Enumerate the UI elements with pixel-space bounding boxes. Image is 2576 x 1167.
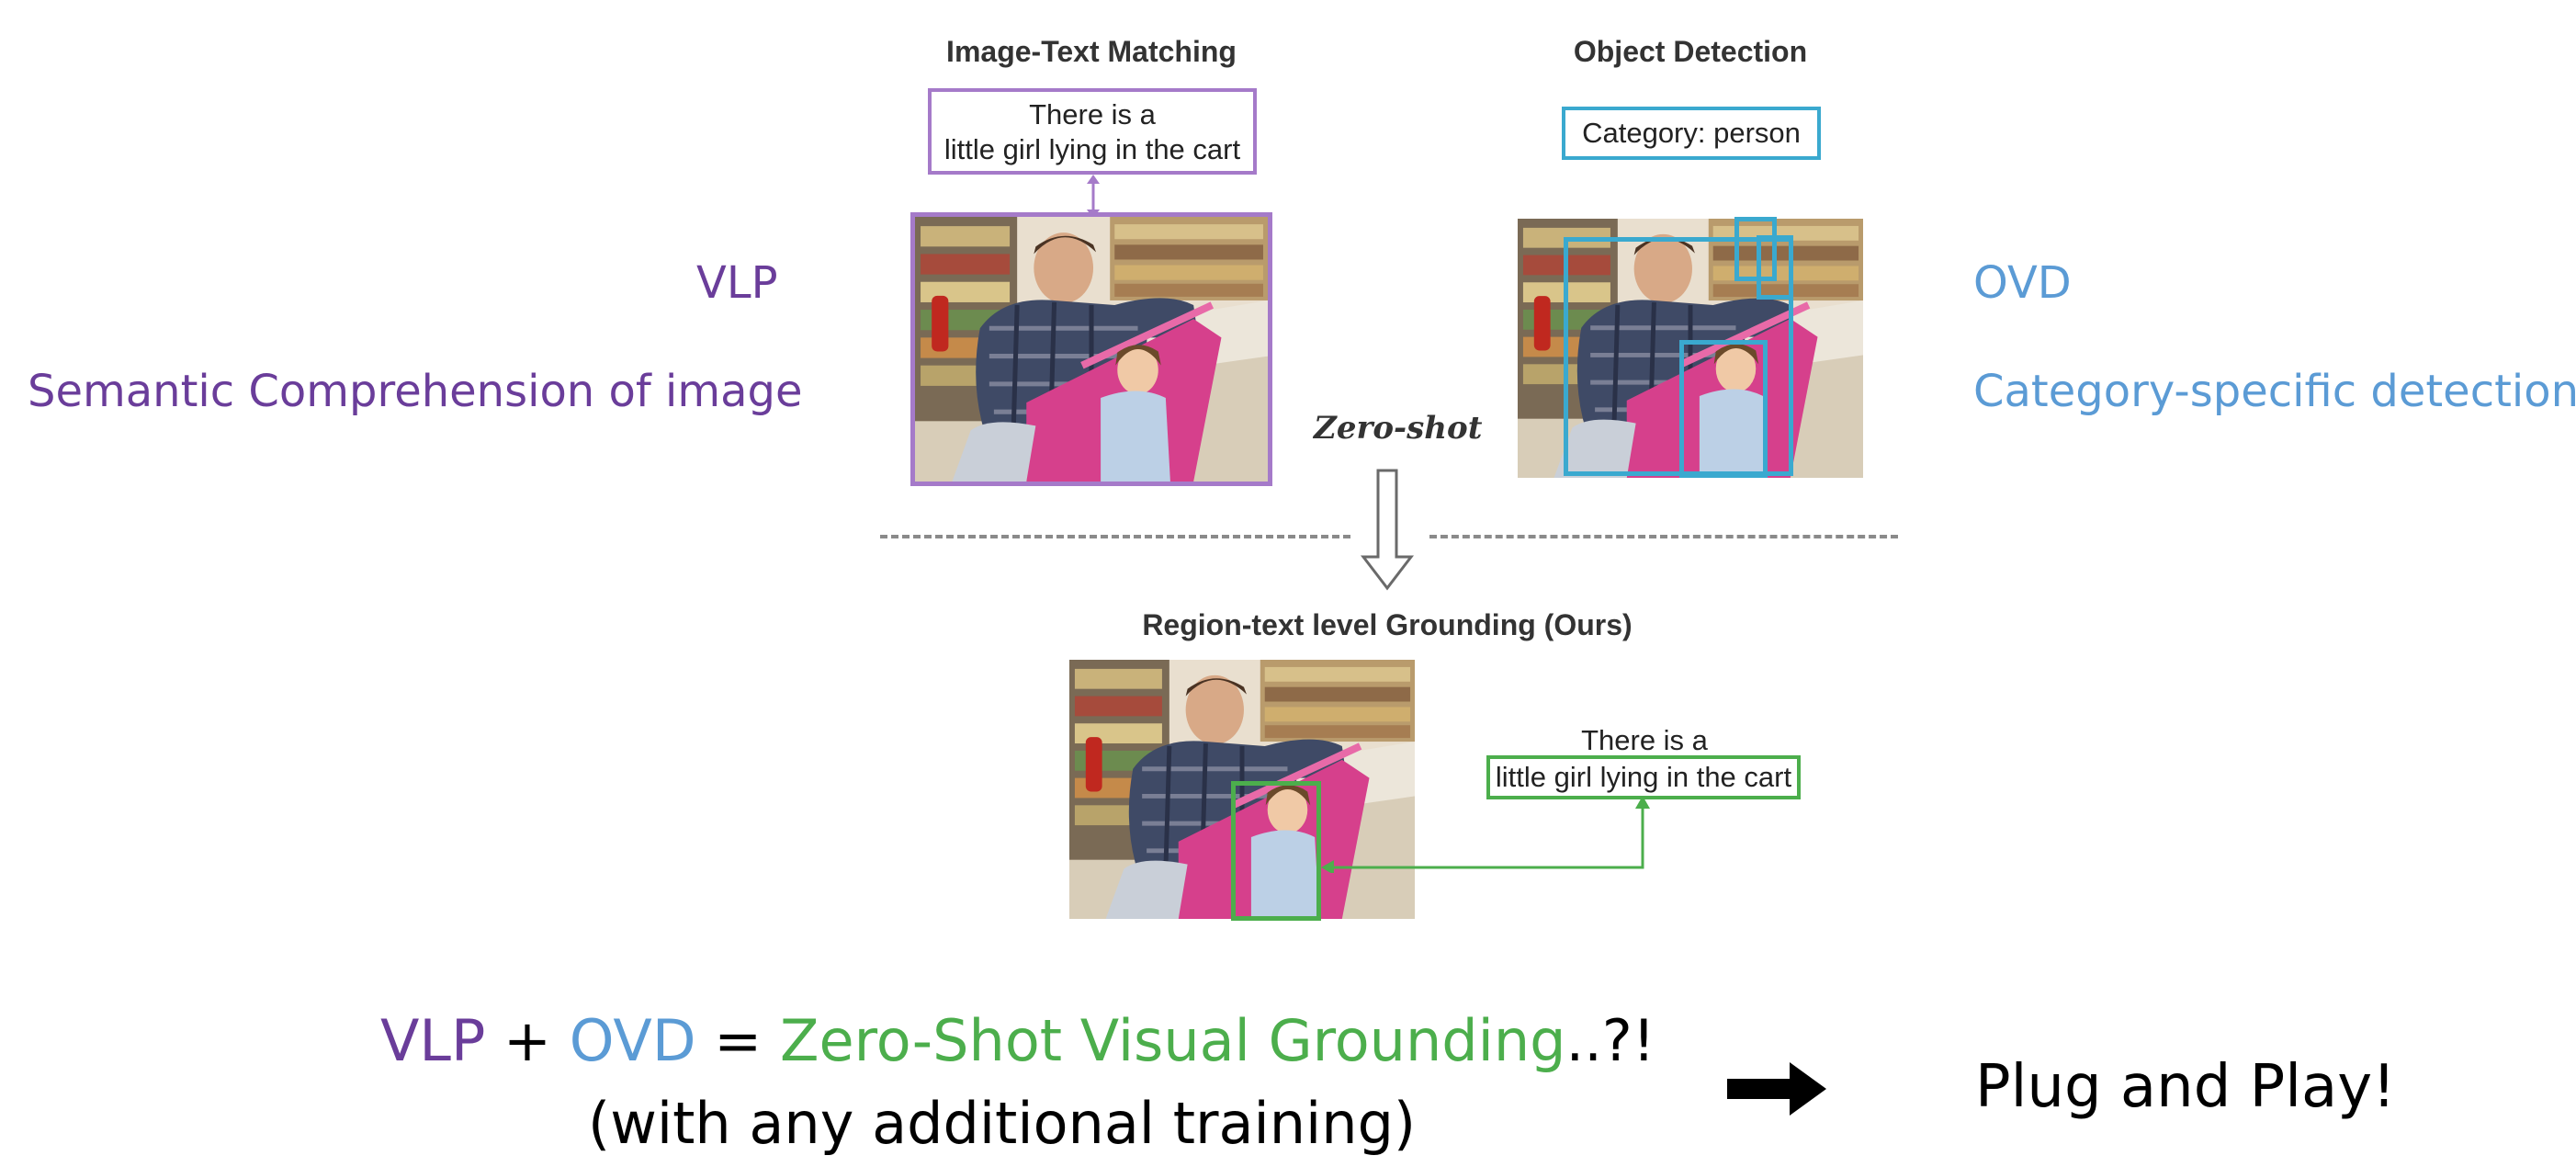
divider-left (880, 535, 1350, 538)
right-arrow-icon (1727, 1062, 1826, 1116)
grounding-title: Region-text level Grounding (Ours) (1142, 608, 1633, 641)
grounding-box-girl (1231, 781, 1321, 921)
ovd-description: Category-specific detection (1973, 366, 2576, 417)
vlp-label: VLP (696, 257, 778, 309)
grounding-caption-line1: There is a (1581, 724, 1708, 756)
equation: VLP + OVD = Zero-Shot Visual Grounding..… (380, 1007, 1655, 1074)
od-category-box: Category: person (1562, 107, 1821, 160)
itm-caption-line1: There is a (1029, 98, 1156, 130)
equation-equals: = (695, 1007, 780, 1074)
itm-caption-line2: little girl lying in the cart (943, 133, 1241, 165)
grounding-caption-box: little girl lying in the cart (1486, 755, 1801, 799)
plug-and-play: Plug and Play! (1975, 1053, 2396, 1121)
ovd-label: OVD (1973, 257, 2072, 309)
zero-shot-label: Zero-shot (1314, 410, 1483, 447)
equation-vlp: VLP (380, 1007, 486, 1074)
equation-suffix: ..?! (1565, 1007, 1655, 1074)
equation-result: Zero-Shot Visual Grounding (779, 1007, 1566, 1074)
itm-title: Image-Text Matching (946, 35, 1237, 68)
grounding-link-arrow-icon (1321, 796, 1650, 873)
od-box-cart-person (1757, 235, 1793, 300)
divider-right (1429, 535, 1898, 538)
down-arrow-icon (1360, 469, 1415, 591)
od-box-man (1564, 237, 1793, 476)
vlp-description: Semantic Comprehension of image (28, 366, 803, 417)
equation-ovd: OVD (569, 1007, 696, 1074)
itm-caption-box: There is a little girl lying in the cart (928, 88, 1257, 175)
itm-photo (910, 212, 1272, 486)
itm-double-arrow-icon (1087, 175, 1100, 219)
od-box-far-person (1734, 217, 1777, 281)
equation-plus: + (485, 1007, 570, 1074)
equation-note: (with any additional training) (588, 1090, 1417, 1157)
od-title: Object Detection (1573, 35, 1808, 68)
od-box-girl (1679, 340, 1768, 478)
